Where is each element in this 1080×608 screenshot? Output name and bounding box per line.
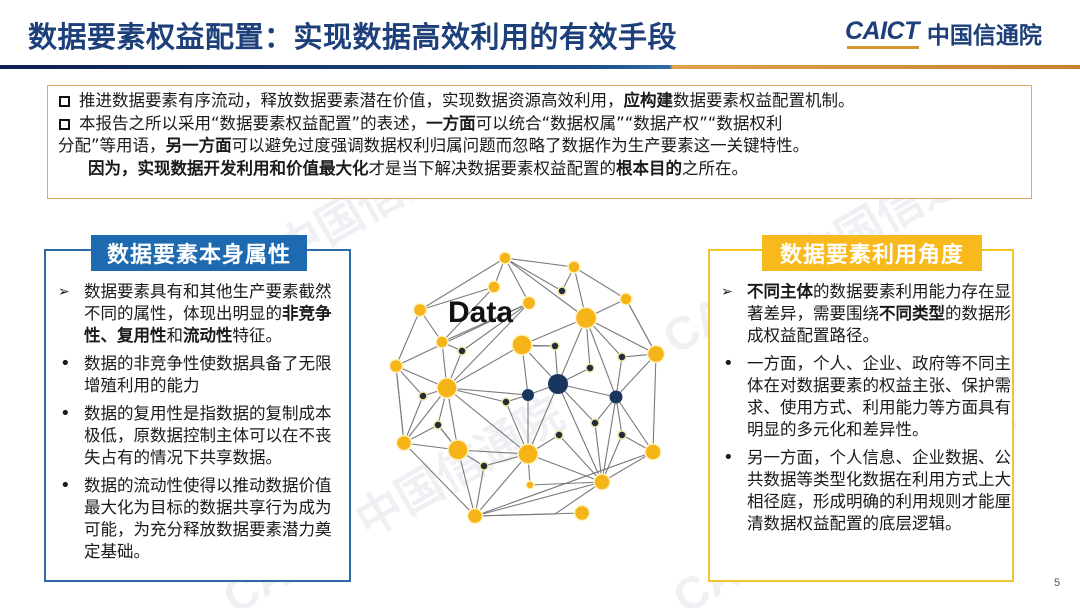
left-panel-bullets: ➢ 数据要素具有和其他生产要素截然不同的属性，体现出明显的非竞争性、复用性和流动… bbox=[56, 281, 346, 569]
left-panel-frame bbox=[44, 249, 351, 582]
dot-bullet-icon: • bbox=[60, 353, 71, 374]
emphasis: 不同主体 bbox=[747, 282, 813, 301]
emphasis: 流动性 bbox=[183, 326, 233, 345]
list-item-text: 不同主体的数据要素利用能力存在显著差异，需要围绕不同类型的数据形成权益配置路径。 bbox=[747, 281, 1011, 347]
list-item-text: 另一方面，个人信息、企业数据、公共数据等类型化数据在利用方式上大相径庭，形成明确… bbox=[747, 448, 1011, 533]
dot-bullet-icon: • bbox=[60, 475, 71, 496]
arrow-bullet-icon: ➢ bbox=[721, 284, 733, 300]
intro-emphasis: 因为，实现数据开发利用和价值最大化 bbox=[88, 158, 369, 178]
intro-conclusion: 因为，实现数据开发利用和价值最大化才是当下解决数据要素权益配置的根本目的之所在。 bbox=[58, 158, 1021, 181]
list-item-text: 数据的非竞争性使数据具备了无限增殖利用的能力 bbox=[84, 354, 332, 395]
data-label: Data bbox=[448, 296, 514, 329]
network-nodes bbox=[388, 251, 666, 525]
logo-english: CAICT bbox=[845, 17, 919, 49]
checkbox-square-icon bbox=[59, 96, 70, 107]
text-part: 数据要素具有和其他生产要素截然不同的属性，体现出明显的 bbox=[84, 282, 332, 323]
intro-text-part: 数据要素权益配置机制。 bbox=[673, 91, 855, 110]
text-part: 特征。 bbox=[232, 326, 283, 345]
list-item-text: 数据的流动性使得以推动数据价值最大化为目标的数据共享行为成为可能，为充分释放数据… bbox=[84, 476, 332, 561]
list-item: • 一方面，个人、企业、政府等不同主体在对数据要素的权益主张、保护需求、使用方式… bbox=[719, 353, 1011, 441]
intro-emphasis: 另一方面 bbox=[165, 136, 232, 155]
list-item: ➢ 数据要素具有和其他生产要素截然不同的属性，体现出明显的非竞争性、复用性和流动… bbox=[56, 281, 346, 347]
page-number: 5 bbox=[1054, 577, 1061, 589]
emphasis: 非竞争性、复用性 bbox=[84, 304, 332, 345]
list-item: • 数据的非竞争性使数据具备了无限增殖利用的能力 bbox=[56, 353, 346, 397]
arrow-bullet-icon: ➢ bbox=[58, 284, 70, 300]
text-part: 和 bbox=[166, 326, 184, 345]
intro-text-part: 才是当下解决数据要素权益配置的 bbox=[368, 158, 617, 178]
list-item-text: 数据要素具有和其他生产要素截然不同的属性，体现出明显的非竞争性、复用性和流动性特… bbox=[84, 281, 346, 347]
intro-emphasis: 一方面 bbox=[426, 113, 476, 133]
intro-text-part: 分配”等用语， bbox=[58, 136, 166, 155]
intro-text-part: 可以统合“数据权属”“数据产权”“数据权利 bbox=[475, 113, 783, 133]
header-divider bbox=[0, 65, 1080, 69]
intro-point-2-continued: 分配”等用语，另一方面可以避免过度强调数据权利归属问题而忽略了数据作为生产要素这… bbox=[58, 135, 1021, 158]
dot-bullet-icon: • bbox=[723, 353, 734, 374]
intro-text-part: 之所在。 bbox=[682, 158, 748, 178]
list-item-text: 一方面，个人、企业、政府等不同主体在对数据要素的权益主张、保护需求、使用方式、利… bbox=[747, 354, 1011, 439]
data-network-illustration bbox=[388, 251, 666, 525]
intro-text-part: 可以避免过度强调数据权利归属问题而忽略了数据作为生产要素这一关键特性。 bbox=[231, 136, 810, 155]
intro-point-2: 本报告之所以采用“数据要素权益配置”的表述，一方面可以统合“数据权属”“数据产权… bbox=[58, 113, 1021, 136]
emphasis: 不同类型 bbox=[879, 304, 945, 323]
right-panel-heading: 数据要素利用角度 bbox=[762, 235, 982, 271]
text-part: 的数据形成权益配置路径。 bbox=[747, 304, 1011, 345]
intro-emphasis: 应构建 bbox=[623, 91, 674, 110]
left-panel-heading: 数据要素本身属性 bbox=[91, 235, 307, 271]
intro-text: 推进数据要素有序流动，释放数据要素潜在价值，实现数据资源高效利用，应构建数据要素… bbox=[79, 90, 855, 113]
right-panel-frame bbox=[708, 249, 1014, 582]
right-panel-bullets: ➢ 不同主体的数据要素利用能力存在显著差异，需要围绕不同类型的数据形成权益配置路… bbox=[719, 281, 1011, 541]
intro-text-part: 推进数据要素有序流动，释放数据要素潜在价值，实现数据资源高效利用， bbox=[79, 91, 624, 110]
dot-bullet-icon: • bbox=[723, 447, 734, 468]
logo-chinese: 中国信通院 bbox=[926, 23, 1042, 49]
list-item: • 数据的流动性使得以推动数据价值最大化为目标的数据共享行为成为可能，为充分释放… bbox=[56, 475, 346, 563]
intro-text-part: 本报告之所以采用“数据要素权益配置”的表述， bbox=[79, 113, 427, 133]
checkbox-square-icon bbox=[59, 118, 70, 130]
intro-summary-box: 推进数据要素有序流动，释放数据要素潜在价值，实现数据资源高效利用，应构建数据要素… bbox=[47, 85, 1032, 199]
list-item: • 另一方面，个人信息、企业数据、公共数据等类型化数据在利用方式上大相径庭，形成… bbox=[719, 447, 1011, 535]
caict-logo: CAICT 中国信通院 bbox=[845, 16, 1042, 50]
intro-point-1: 推进数据要素有序流动，释放数据要素潜在价值，实现数据资源高效利用，应构建数据要素… bbox=[58, 90, 1021, 113]
page-title: 数据要素权益配置：实现数据高效利用的有效手段 bbox=[28, 20, 678, 54]
intro-emphasis: 根本目的 bbox=[616, 158, 682, 178]
list-item: • 数据的复用性是指数据的复制成本极低，原数据控制主体可以在不丧失占有的情况下共… bbox=[56, 403, 346, 469]
text-part: 的数据要素利用能力存在显著差异，需要围绕 bbox=[747, 282, 1011, 323]
list-item-text: 数据的复用性是指数据的复制成本极低，原数据控制主体可以在不丧失占有的情况下共享数… bbox=[84, 404, 332, 467]
list-item: ➢ 不同主体的数据要素利用能力存在显著差异，需要围绕不同类型的数据形成权益配置路… bbox=[719, 281, 1011, 347]
dot-bullet-icon: • bbox=[60, 403, 71, 424]
intro-text: 本报告之所以采用“数据要素权益配置”的表述，一方面可以统合“数据权属”“数据产权… bbox=[79, 113, 782, 136]
